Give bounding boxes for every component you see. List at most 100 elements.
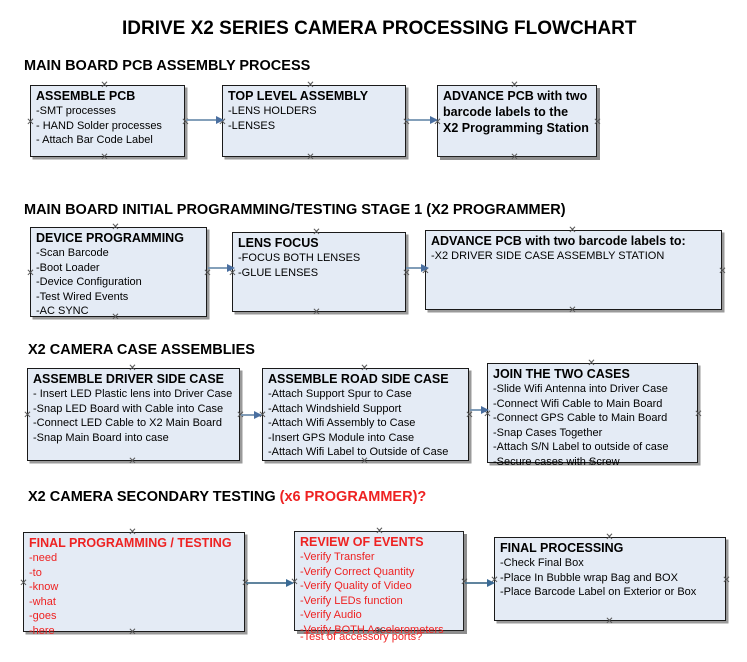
connection-handle-bottom[interactable] xyxy=(100,153,109,162)
connection-handle-bottom[interactable] xyxy=(111,313,120,322)
section-heading-text: X2 CAMERA CASE ASSEMBLIES xyxy=(28,342,255,358)
flow-box-line: -Verify BOTH Accelerometers xyxy=(300,623,444,636)
flow-box-line: -X2 DRIVER SIDE CASE ASSEMBLY STATION xyxy=(431,250,665,262)
connection-handle-bottom[interactable] xyxy=(375,627,384,636)
connection-handle-bottom[interactable] xyxy=(605,617,614,626)
section-heading-red-text: (x6 PROGRAMMER)? xyxy=(279,489,427,505)
flow-box-join-the-two-cases[interactable]: JOIN THE TWO CASES -Slide Wifi Antenna i… xyxy=(487,363,698,468)
flow-box-line: -goes xyxy=(29,610,57,622)
connection-handle-bottom[interactable] xyxy=(568,306,577,315)
flow-box-line: -need xyxy=(29,552,58,564)
flow-box-line: -Connect GPS Cable to Main Board xyxy=(493,412,668,424)
connection-handle-left[interactable] xyxy=(19,579,28,588)
connection-handle-top[interactable] xyxy=(587,359,596,368)
flow-box-title: ADVANCE PCB with two xyxy=(443,89,588,103)
connection-handle-bottom[interactable] xyxy=(587,459,596,468)
flow-box-title: ASSEMBLE DRIVER SIDE CASE xyxy=(33,372,225,386)
section-heading-case-assemblies: X2 CAMERA CASE ASSEMBLIES xyxy=(28,342,255,358)
flow-box-overflow-line: -Test of accessory ports? xyxy=(300,631,423,643)
flow-box-line: -here xyxy=(29,624,55,637)
flow-box-assemble-driver-side-case[interactable]: ASSEMBLE DRIVER SIDE CASE - Insert LED P… xyxy=(27,368,240,461)
flow-box-final-programming-testing[interactable]: FINAL PROGRAMMING / TESTING -need -to -k… xyxy=(23,532,245,637)
flow-box-line: -to xyxy=(29,566,42,579)
flow-box-top-level-assembly[interactable]: TOP LEVEL ASSEMBLY -LENS HOLDERS -LENSES xyxy=(222,85,406,157)
connection-handle-top[interactable] xyxy=(111,223,120,232)
flow-box-final-processing[interactable]: FINAL PROCESSING -Check Final Box -Place… xyxy=(494,537,726,621)
page-title: IDRIVE X2 SERIES CAMERA PROCESSING FLOWC… xyxy=(122,18,637,39)
flow-box-line: -AC SYNC xyxy=(36,305,89,317)
section-heading-text: X2 CAMERA SECONDARY TESTING xyxy=(28,489,280,505)
flow-box-line: -Attach Windshield Support xyxy=(268,402,402,415)
flow-box-line: -Attach S/N Label to outside of case xyxy=(493,441,669,453)
flow-box-line: -Verify Transfer xyxy=(300,551,375,563)
arrow-device-to-lens xyxy=(208,264,235,272)
connection-handle-top[interactable] xyxy=(568,226,577,235)
flow-box-assemble-road-side-case[interactable]: ASSEMBLE ROAD SIDE CASE -Attach Support … xyxy=(262,368,469,461)
flow-box-line: -Verify Quality of Video xyxy=(300,580,412,592)
flow-box-assemble-pcb[interactable]: ASSEMBLE PCB -SMT processes - HAND Solde… xyxy=(30,85,185,157)
section-heading-text: MAIN BOARD PCB ASSEMBLY PROCESS xyxy=(24,58,311,74)
connection-handle-top[interactable] xyxy=(360,364,369,373)
flow-box-line: -Connect LED Cable to X2 Main Board xyxy=(33,417,222,429)
connection-handle-right[interactable] xyxy=(722,576,731,585)
connection-handle-top[interactable] xyxy=(306,81,315,90)
flow-box-advance-pcb-programming-station[interactable]: ADVANCE PCB with two barcode labels to t… xyxy=(437,85,597,157)
flow-box-review-of-events[interactable]: REVIEW OF EVENTS -Verify Transfer -Verif… xyxy=(294,531,464,643)
flow-box-title: ASSEMBLE ROAD SIDE CASE xyxy=(268,372,449,386)
connection-handle-top[interactable] xyxy=(100,81,109,90)
flow-box-advance-pcb-driver-side-station[interactable]: ADVANCE PCB with two barcode labels to: … xyxy=(425,230,722,310)
arrow-review-to-processing xyxy=(465,579,495,587)
flow-box-line: -Snap Main Board into case xyxy=(33,431,169,444)
connection-handle-top[interactable] xyxy=(312,228,321,237)
arrow-pcb-to-toplevel xyxy=(186,116,224,124)
connection-handle-bottom[interactable] xyxy=(128,457,137,466)
connection-handle-bottom[interactable] xyxy=(128,628,137,637)
flow-box-line: -Snap Cases Together xyxy=(493,426,603,439)
flow-box-line: -Scan Barcode xyxy=(36,247,109,259)
flow-box-line: X2 Programming Station xyxy=(443,121,589,135)
flow-box-line: barcode labels to the xyxy=(443,105,569,119)
flow-box-title: TOP LEVEL ASSEMBLY xyxy=(228,89,369,103)
arrow-lens-to-advance xyxy=(406,264,429,272)
section-heading-text: MAIN BOARD INITIAL PROGRAMMING/TESTING S… xyxy=(24,202,566,218)
flow-box-line: -Attach Support Spur to Case xyxy=(268,388,412,400)
connection-handle-top[interactable] xyxy=(128,364,137,373)
connection-handle-left[interactable] xyxy=(26,118,35,127)
flow-box-line: - Insert LED Plastic lens into Driver Ca… xyxy=(33,388,233,400)
flow-box-lens-focus[interactable]: LENS FOCUS -FOCUS BOTH LENSES -GLUE LENS… xyxy=(232,232,406,312)
connection-handle-top[interactable] xyxy=(605,533,614,542)
flow-box-line: -Insert GPS Module into Case xyxy=(268,431,415,444)
flow-box-line: -Verify LEDs function xyxy=(300,594,403,607)
connection-handle-bottom[interactable] xyxy=(312,308,321,317)
connection-handle-right[interactable] xyxy=(718,267,727,276)
flow-box-line: -Verify Audio xyxy=(300,609,362,621)
flow-box-line: -Verify Correct Quantity xyxy=(300,565,415,578)
arrow-road-to-join xyxy=(470,406,489,414)
connection-handle-bottom[interactable] xyxy=(510,153,519,162)
flow-box-line: -Attach Wifi Assembly to Case xyxy=(268,417,416,429)
flow-box-line: -Attach Wifi Label to Outside of Case xyxy=(268,446,449,458)
section-heading-pcb-assembly: MAIN BOARD PCB ASSEMBLY PROCESS xyxy=(24,58,310,74)
connection-handle-right[interactable] xyxy=(593,118,602,127)
flow-box-line: -Place Barcode Label on Exterior or Box xyxy=(500,586,697,598)
flow-box-device-programming[interactable]: DEVICE PROGRAMMING -Scan Barcode -Boot L… xyxy=(30,227,207,317)
connection-handle-bottom[interactable] xyxy=(306,153,315,162)
flow-box-line: - HAND Solder processes xyxy=(36,119,162,132)
flow-box-line: -Device Configuration xyxy=(36,276,142,288)
flow-box-title: JOIN THE TWO CASES xyxy=(493,367,630,381)
flow-box-title: ADVANCE PCB with two barcode labels to: xyxy=(431,234,686,248)
connection-handle-top[interactable] xyxy=(128,528,137,537)
connection-handle-right[interactable] xyxy=(694,410,703,419)
connection-handle-top[interactable] xyxy=(375,527,384,536)
connection-handle-top[interactable] xyxy=(510,81,519,90)
flow-box-line: -Test Wired Events xyxy=(36,290,129,303)
connection-handle-left[interactable] xyxy=(23,411,32,420)
flow-box-line: -GLUE LENSES xyxy=(238,266,319,279)
arrow-driver-to-road xyxy=(241,411,262,419)
connection-handle-bottom[interactable] xyxy=(360,457,369,466)
flow-box-line: -FOCUS BOTH LENSES xyxy=(238,252,361,264)
flow-box-line: -Place In Bubble wrap Bag and BOX xyxy=(500,571,678,584)
connection-handle-left[interactable] xyxy=(26,269,35,278)
flow-box-line: -LENSES xyxy=(228,119,276,132)
